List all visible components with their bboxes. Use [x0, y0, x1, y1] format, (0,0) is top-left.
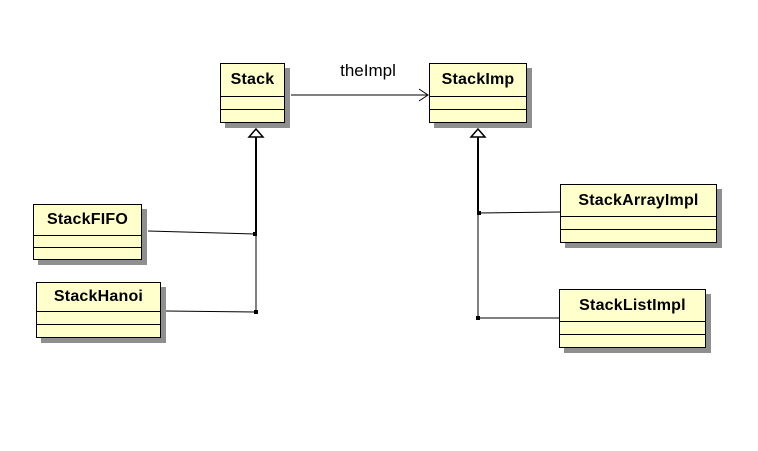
class-box-stackhanoi: StackHanoi	[36, 282, 161, 338]
generalization-line-to-stack	[165, 310, 257, 313]
class-box-stackfifo: StackFIFO	[33, 204, 142, 260]
hollow-triangle-arrowhead-icon	[247, 127, 265, 138]
class-compartment-attributes	[221, 96, 284, 109]
junction-dot	[477, 211, 481, 215]
class-compartment-operations	[34, 247, 141, 259]
hollow-triangle-arrowhead-icon	[469, 127, 487, 138]
junction-dot	[253, 232, 257, 236]
association-label: theImpl	[340, 61, 396, 80]
class-box-stack: Stack	[220, 63, 285, 123]
open-arrowhead-icon	[418, 88, 429, 102]
junction-dot	[254, 310, 258, 314]
class-compartment-operations	[430, 109, 526, 122]
class-compartment-attributes	[561, 216, 716, 229]
class-compartment-operations	[561, 229, 716, 242]
class-compartment-attributes	[430, 96, 526, 109]
generalization-line-to-stack	[147, 230, 256, 235]
class-box-stackarrayimpl: StackArrayImpl	[560, 184, 717, 243]
class-compartment-attributes	[560, 321, 705, 334]
class-name: StackHanoi	[53, 288, 144, 305]
generalization-line-to-stackimp	[478, 211, 561, 214]
class-box-stackimp: StackImp	[429, 63, 527, 123]
class-name: StackArrayImpl	[578, 191, 699, 209]
class-name: StackListImpl	[579, 296, 686, 314]
class-compartment-operations	[560, 334, 705, 347]
class-compartment-attributes	[34, 235, 141, 247]
class-box-stacklistimpl: StackListImpl	[559, 289, 706, 348]
class-name: StackImp	[441, 71, 515, 88]
class-name: StackFIFO	[47, 211, 128, 228]
class-name: Stack	[230, 71, 275, 88]
class-compartment-operations	[221, 109, 284, 122]
class-compartment-attributes	[37, 311, 160, 324]
class-compartment-operations	[37, 324, 160, 337]
junction-dot	[476, 316, 480, 320]
